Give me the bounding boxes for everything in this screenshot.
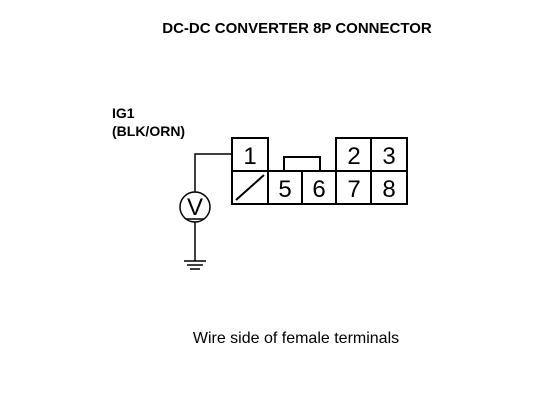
wire-label-circuit: IG1 bbox=[112, 105, 135, 121]
connector-8p: 1 2 3 5 6 7 8 bbox=[231, 137, 408, 205]
pin-number-7: 7 bbox=[347, 176, 360, 203]
diagram-title: DC-DC CONVERTER 8P CONNECTOR bbox=[162, 20, 432, 37]
pin-number-8: 8 bbox=[382, 176, 395, 203]
locking-tab bbox=[283, 156, 321, 171]
pin-number-5: 5 bbox=[278, 176, 291, 203]
pin-number-6: 6 bbox=[312, 176, 325, 203]
wire-label-color: (BLK/ORN) bbox=[112, 123, 185, 139]
voltmeter-symbol: V bbox=[187, 194, 203, 221]
pin-number-2: 2 bbox=[347, 143, 360, 170]
probe-wire bbox=[194, 153, 232, 192]
unused-pin-4-slash bbox=[235, 174, 265, 201]
connector-bottom-row bbox=[231, 170, 408, 205]
voltmeter-icon: V bbox=[179, 191, 211, 223]
ground-icon bbox=[184, 260, 206, 270]
pin-number-3: 3 bbox=[382, 143, 395, 170]
diagram-caption: Wire side of female terminals bbox=[193, 330, 399, 347]
pin-number-1: 1 bbox=[243, 143, 256, 170]
